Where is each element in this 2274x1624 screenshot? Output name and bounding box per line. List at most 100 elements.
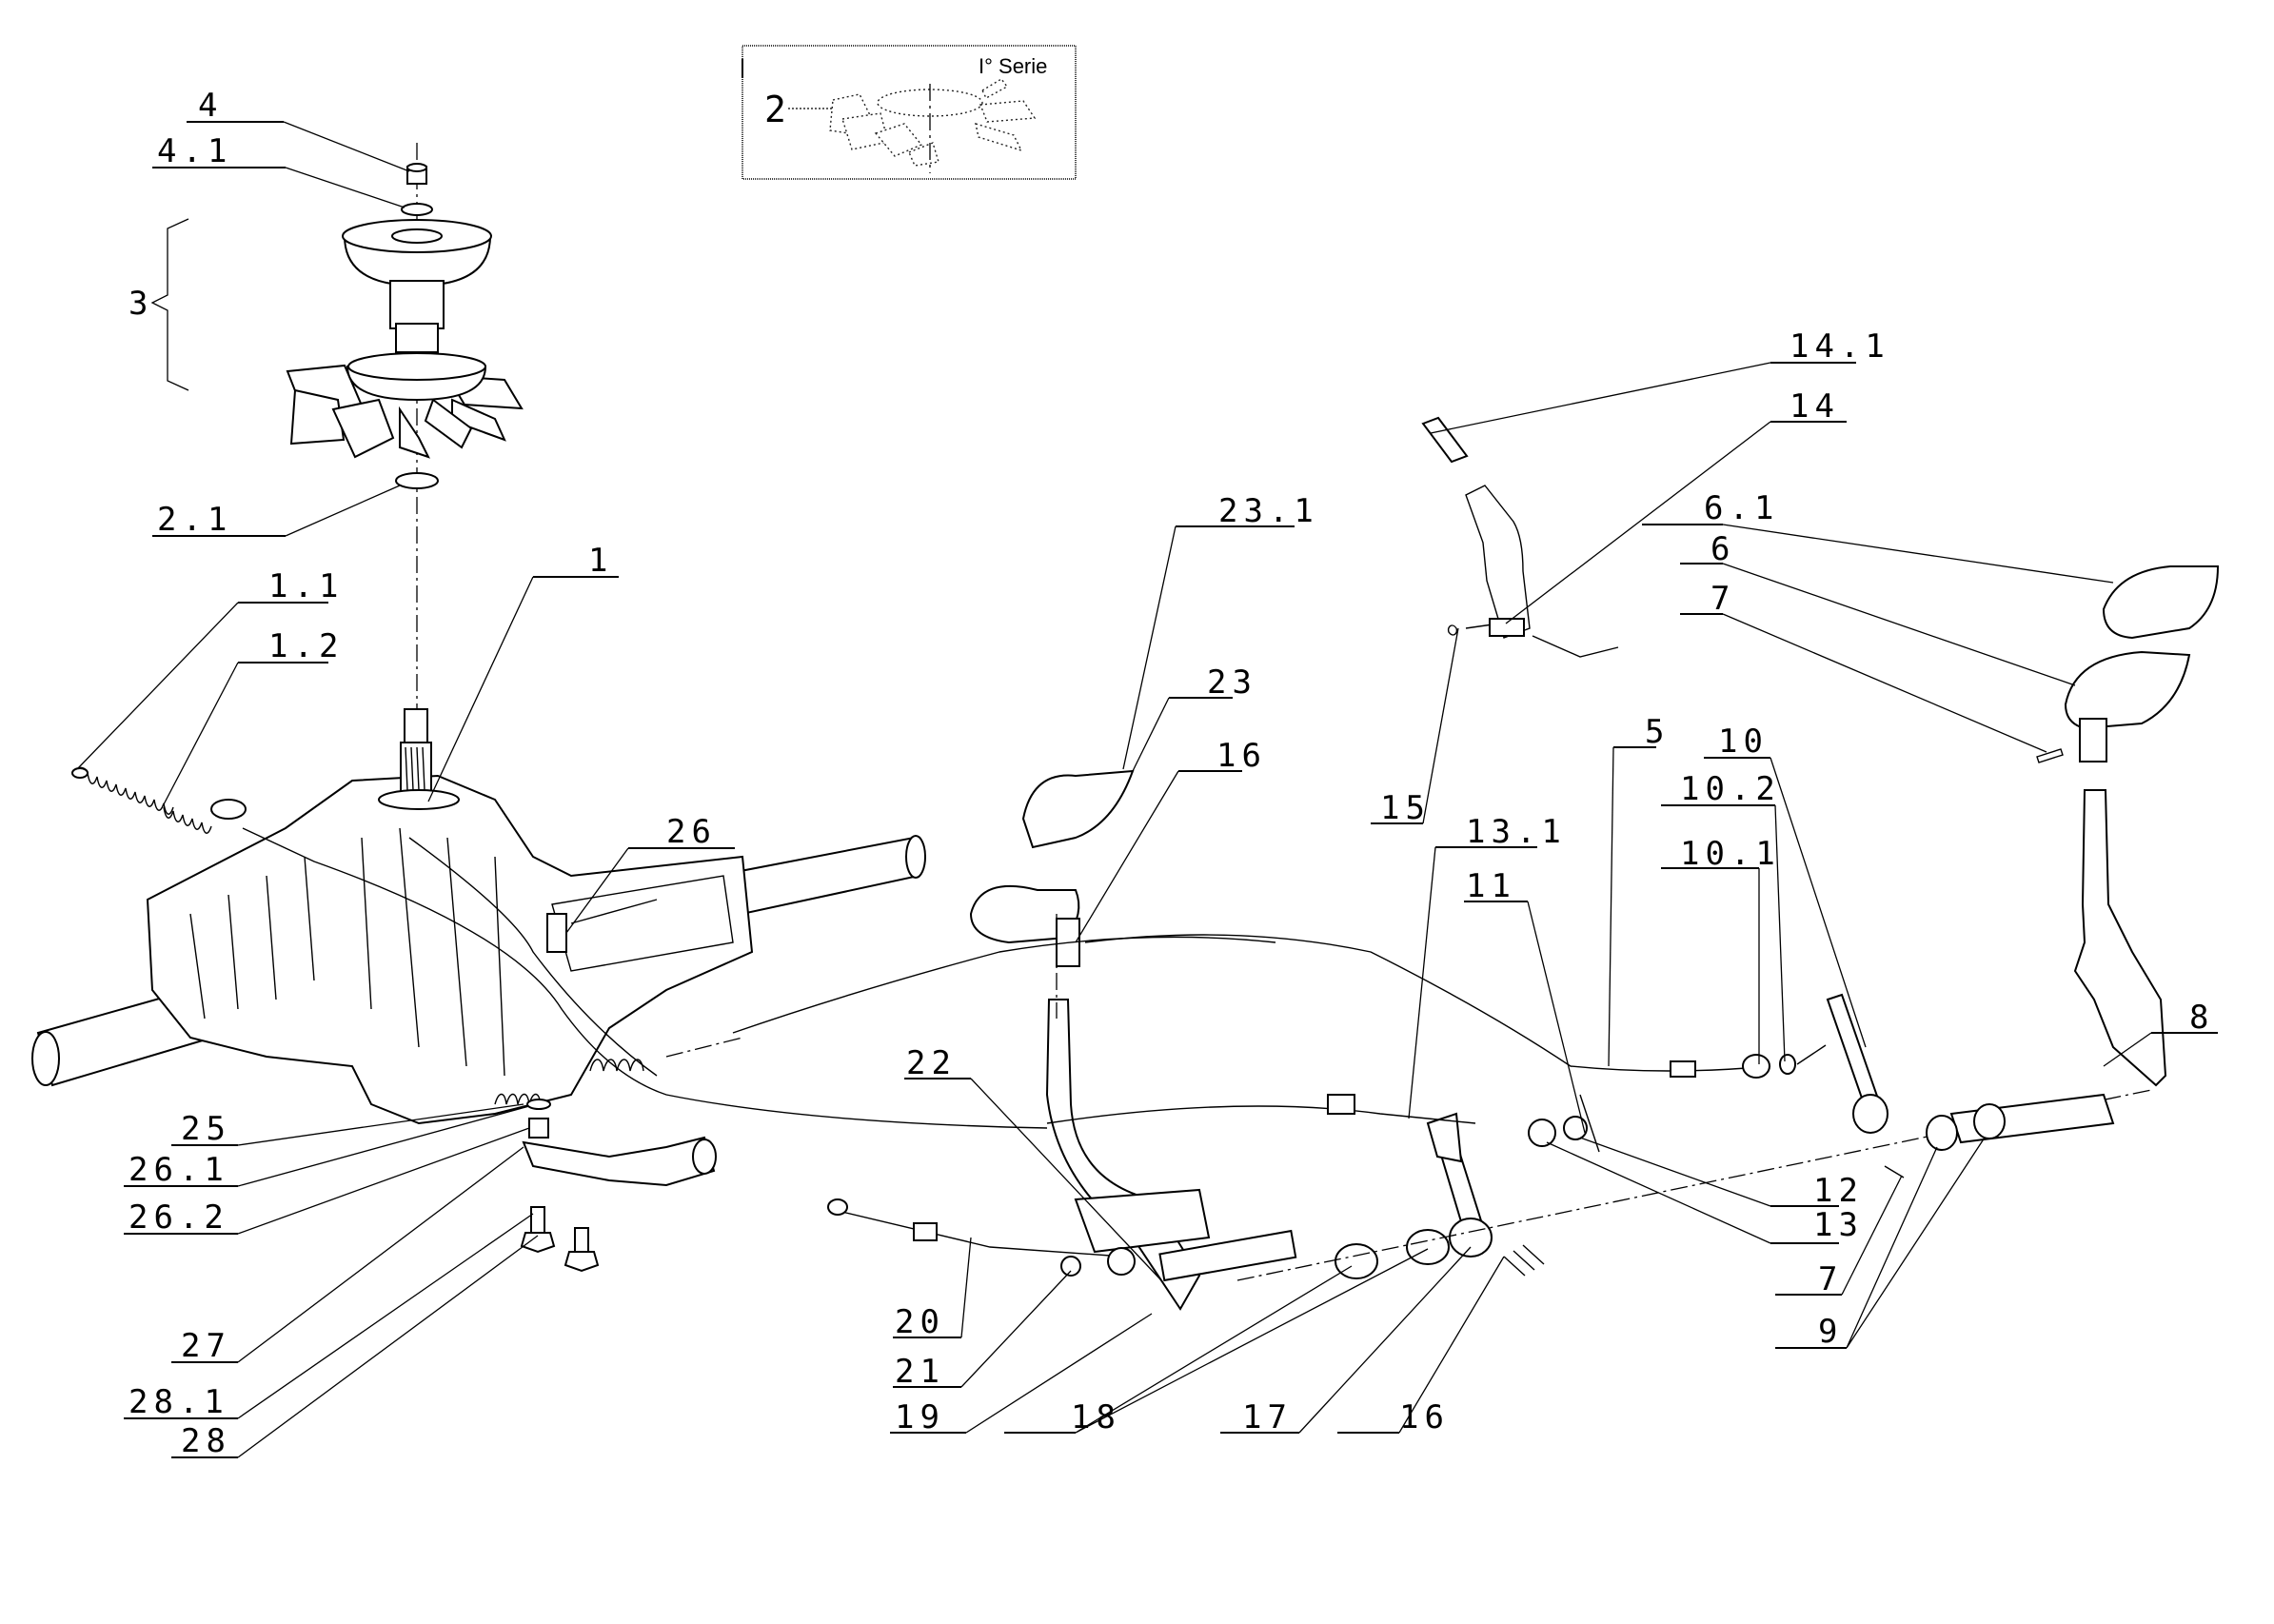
callout-label: 26.2 (129, 1198, 229, 1237)
callout-27: 27 (171, 1146, 524, 1365)
callout-26-2: 26.2 (124, 1127, 530, 1237)
callout-label: 17 (1242, 1398, 1293, 1436)
callout-leader-line (1774, 804, 1786, 1062)
transmission-part-1 (31, 708, 1048, 1129)
lever-part-17 (1426, 1112, 1493, 1258)
callout-leader-line (1298, 1246, 1472, 1434)
bushing-part-9a (1973, 1103, 2006, 1139)
callout-label: 22 (906, 1044, 957, 1082)
callout-label: 15 (1380, 789, 1431, 827)
cable-part-20 (829, 1208, 1124, 1258)
callout-leader-line (565, 847, 629, 934)
cable-part-13-1 (1046, 1105, 1476, 1124)
bracket-part-3 (150, 218, 189, 391)
callout-leader-line (237, 1146, 524, 1363)
callout-leader-line (237, 1103, 524, 1146)
callout-leader-line (1075, 1248, 1429, 1434)
right-pedal-assembly (1084, 565, 2220, 1178)
ring-part-2-1 (395, 472, 439, 489)
callout-16: 16 (1075, 737, 1261, 943)
callout-label: 10 (1718, 723, 1769, 761)
callout-4: 4 (187, 87, 410, 172)
callout-label: 16 (1399, 1398, 1450, 1436)
callout-label: 4.1 (157, 132, 232, 170)
callout-18: 18 (1004, 1248, 1429, 1436)
callout-label: 3 (129, 285, 153, 323)
callout-6: 6 (1680, 530, 2076, 686)
washer-part-10-1 (1779, 1054, 1796, 1075)
callout-leader-line (1075, 770, 1179, 943)
spacer-part-13 (1528, 1119, 1556, 1147)
callout-2-1: 2.1 (152, 485, 401, 539)
callout-label: 11 (1466, 867, 1516, 905)
pedal-arm-part-8 (2073, 789, 2167, 1087)
callout-13: 13 (1546, 1141, 1864, 1244)
callout-label: 1 (588, 542, 613, 580)
callout-leader-line (1430, 362, 1771, 434)
callout-leader-line (283, 121, 410, 172)
callout-28: 28 (171, 1235, 539, 1460)
callout-26-1: 26.1 (124, 1105, 530, 1189)
pins-part-16 (1503, 1244, 1545, 1277)
callout-7: 7 (1680, 580, 2047, 753)
callout-leader-line (965, 1313, 1153, 1434)
bushing-part-18a (1335, 1243, 1378, 1279)
callout-leader-line (77, 602, 239, 769)
callout-label: 1.2 (268, 627, 344, 665)
washer-part-28-1 (530, 1206, 545, 1237)
callout-23-1: 23.1 (1122, 492, 1314, 770)
callout-13-1: 13.1 (1408, 813, 1561, 1119)
callout-4-1: 4.1 (152, 132, 405, 208)
callout-6-1: 6.1 (1642, 489, 2114, 584)
callout-10: 10 (1704, 723, 1867, 1048)
callout-leader-line (285, 485, 401, 537)
pin-part-7 (2036, 748, 2064, 763)
callout-leader-line (237, 1213, 534, 1419)
callout-leader-line (1770, 757, 1867, 1048)
callout-17: 17 (1220, 1246, 1472, 1436)
washer-part-21 (1060, 1256, 1081, 1277)
spring-part-1-2 (163, 799, 247, 834)
callout-leader-line (1408, 846, 1436, 1119)
pedal-part-6 (2064, 650, 2191, 730)
callout-5: 5 (1608, 713, 1670, 1067)
callout-leader-line (1398, 1256, 1505, 1434)
cable-part-5 (1084, 934, 1771, 1072)
callout-22: 22 (904, 1044, 1162, 1281)
callout-label: 4 (198, 87, 223, 125)
return-spring (589, 1059, 644, 1072)
callout-label: 19 (895, 1398, 945, 1436)
callout-12: 12 (1579, 1137, 1858, 1210)
callout-label: 2.1 (157, 501, 232, 539)
callout-label: 20 (895, 1303, 945, 1341)
callout-label: 18 (1071, 1398, 1121, 1436)
callout-leader-line (285, 167, 405, 208)
washer-part-12 (1563, 1116, 1588, 1140)
callout-16: 16 (1337, 1256, 1505, 1436)
pulley-fan-stack (150, 143, 524, 723)
callout-label: 5 (1645, 713, 1670, 751)
callout-label: 7 (1710, 580, 1735, 618)
callout-label: 26 (666, 813, 717, 851)
callout-14: 14 (1505, 387, 1847, 624)
callout-label: 6.1 (1704, 489, 1779, 527)
callout-leader-line (960, 1237, 972, 1338)
callout-leader-line (2103, 1032, 2152, 1067)
callout-label: 13 (1813, 1206, 1864, 1244)
callout-leader-line (1841, 1175, 1903, 1296)
callout-leader-line (237, 1127, 530, 1235)
callout-23: 23 (1132, 663, 1252, 772)
callout-label: 27 (181, 1327, 231, 1365)
callout-10-2: 10.2 (1661, 770, 1786, 1062)
callout-layer: 44.132.11.11.21262526.126.22728.12823.12… (77, 87, 2218, 1460)
pedal-shaft (1158, 1229, 1297, 1282)
pedal-pad-part-6-1 (2102, 565, 2220, 640)
callout-14-1: 14.1 (1430, 327, 1885, 434)
inset-title: I° Serie (979, 54, 1047, 78)
callout-leader-line (1122, 525, 1177, 770)
callout-7: 7 (1775, 1175, 1903, 1298)
callout-leader-line (970, 1078, 1162, 1281)
callout-1-1: 1.1 (77, 567, 338, 769)
callout-label: 14 (1790, 387, 1840, 426)
